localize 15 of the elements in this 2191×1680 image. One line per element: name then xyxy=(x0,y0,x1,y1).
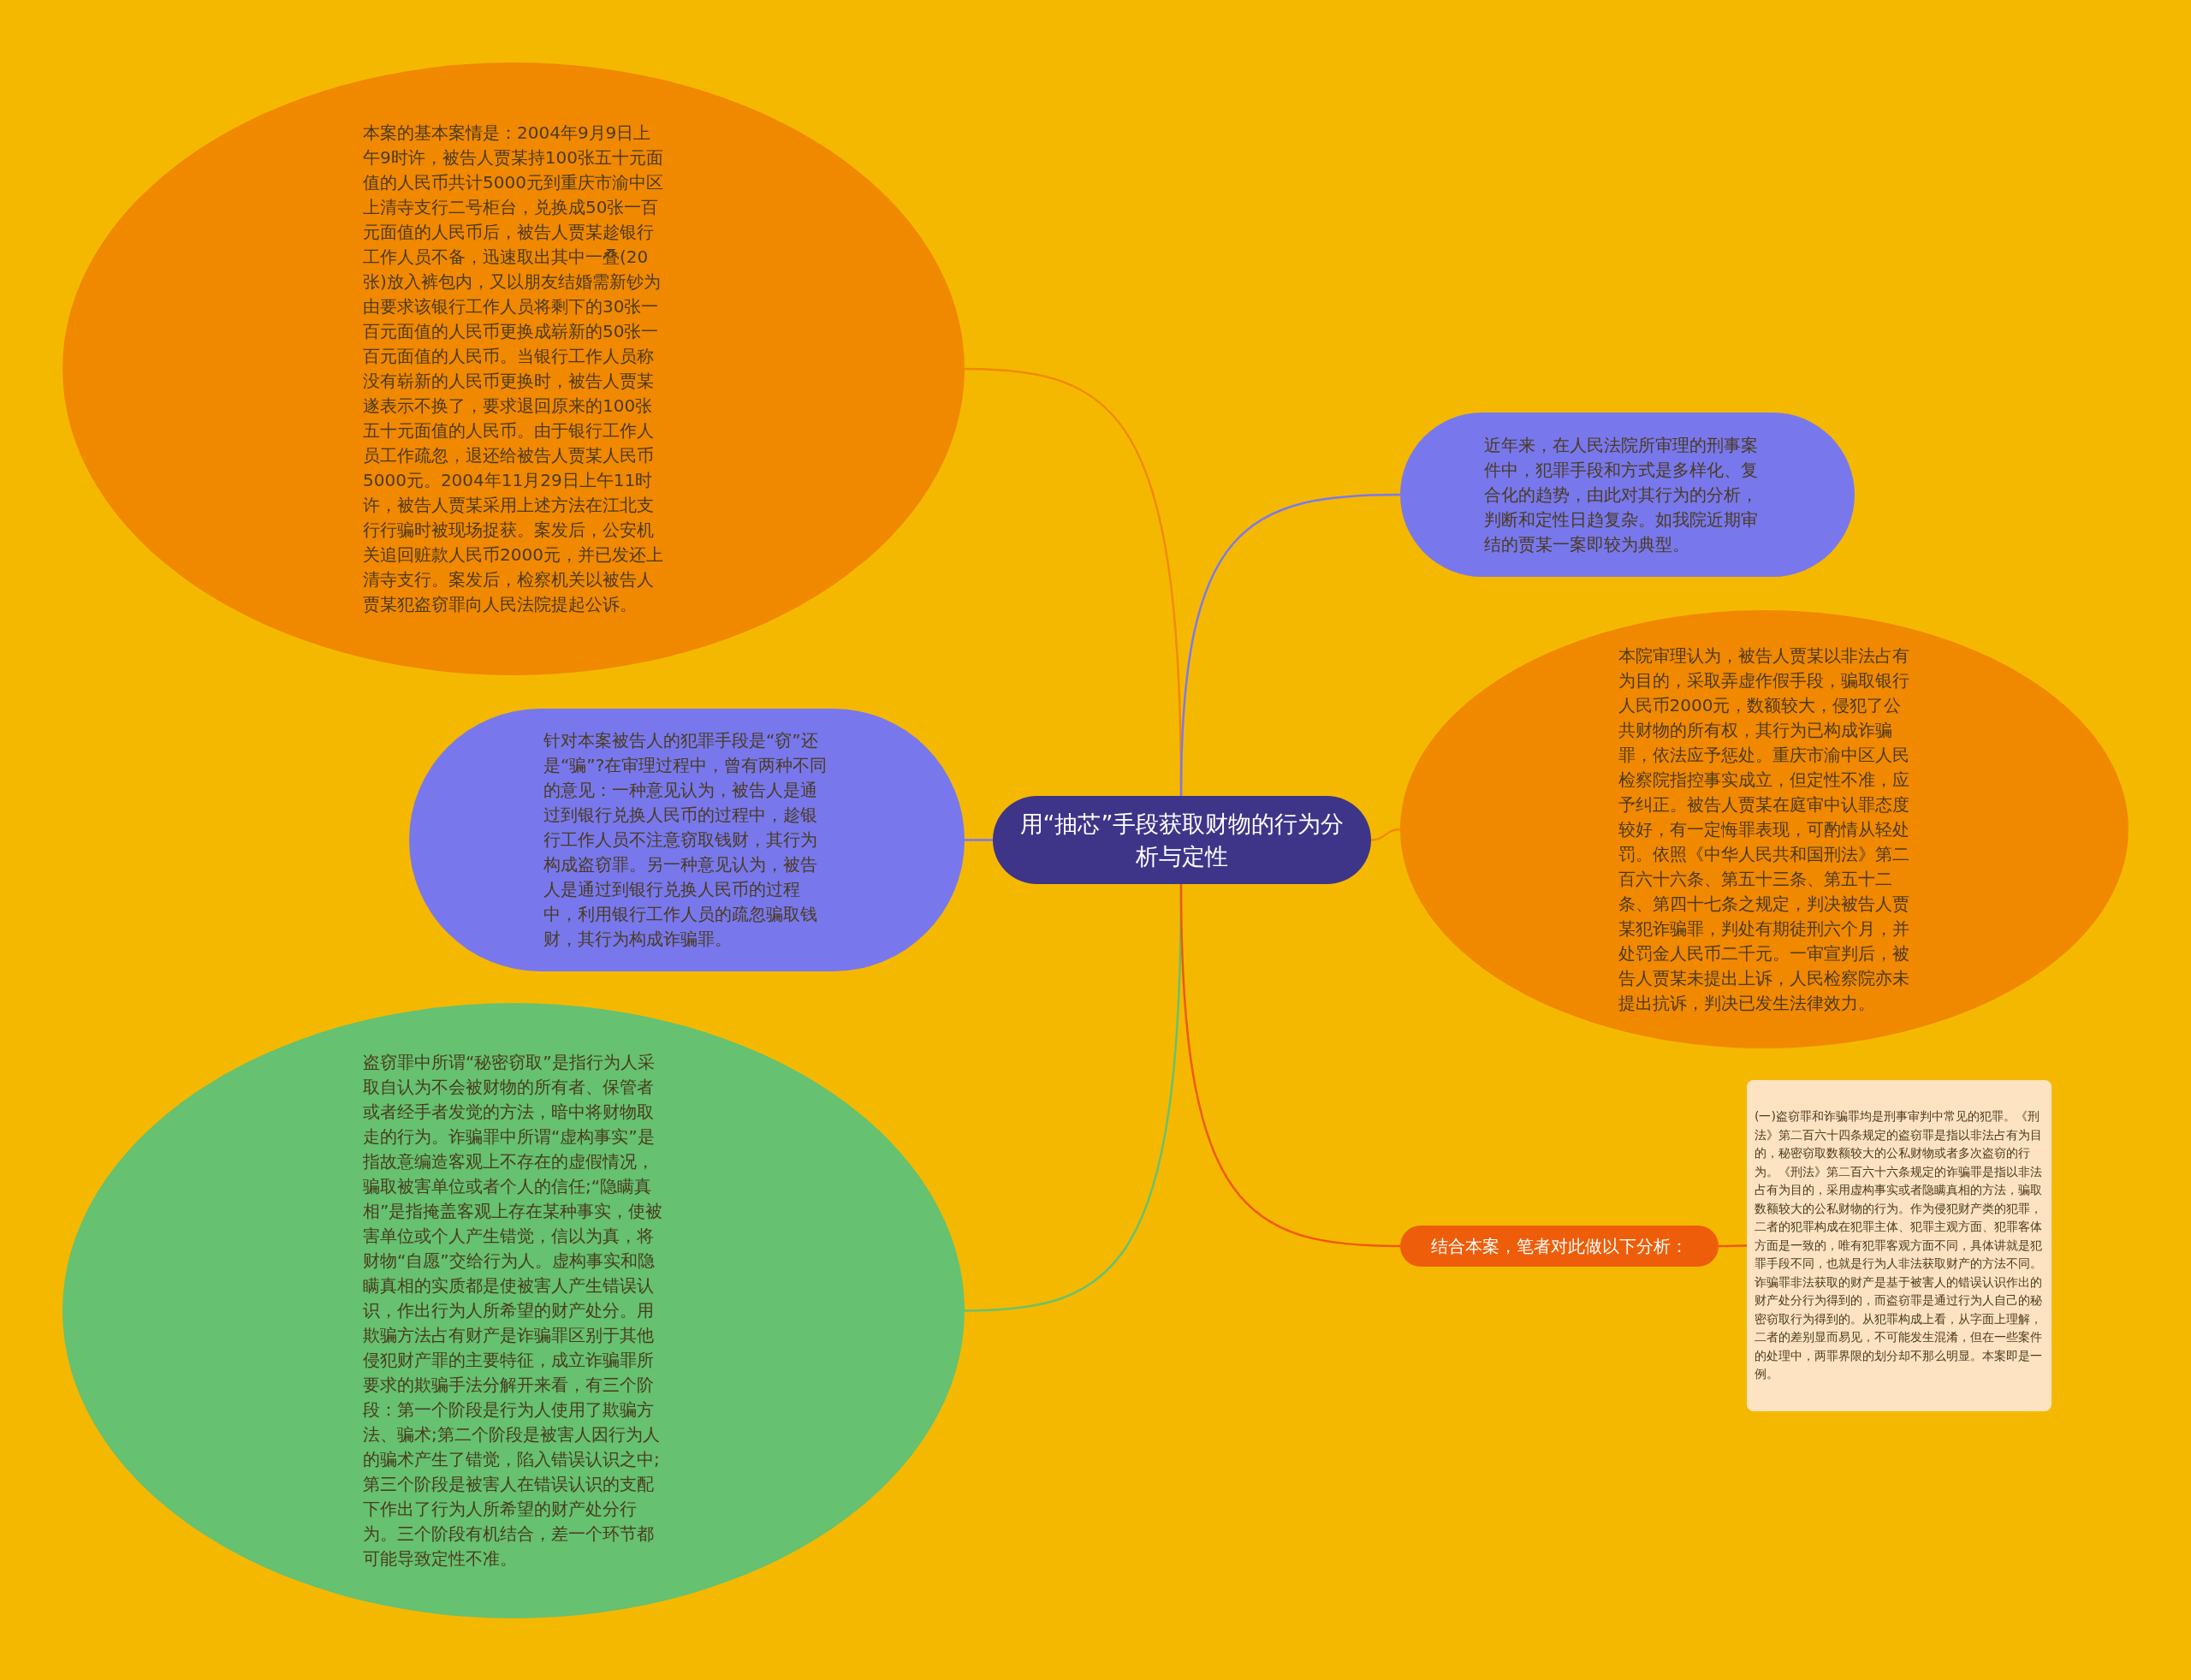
connector-line xyxy=(965,839,993,841)
subtopic-pill xyxy=(1400,1226,1719,1267)
topic-text: 本院审理认为，被告人贾某以非法占有为目的，采取弄虚作假手段，骗取银行人民币2000元，数额较大，侵犯了公共财物的所有权，其行为已构成诈骗罪，依法应予惩处。重庆市渝中区人民检察院指控事实成立，但定性不准，应予纠正。被告人贾某在庭审中认罪态度较好，有一定悔罪表现，可酌情从轻处罚。依照《中华人民共和国刑法》第二百六十六条、第五十三条、第五十二条、第四十七条之规定，判决被告人贾某犯诈骗罪，判处有期徒刑六个月，并处罚金人民币二千元。一审宣判后，被告人贾某未提出上诉，人民检察院亦未提出抗诉，判决已发生法律效力。 xyxy=(1618,644,1910,1015)
topic-text: 盗窃罪中所谓“秘密窃取”是指行为人采取自认为不会被财物的所有者、保管者或者经手者发觉的方法，暗中将财物取走的行为。诈骗罪中所谓“虚构事实”是指故意编造客观上不存在的虚假情况，骗取被害单位或者个人的信任;“隐瞒真相”是指掩盖客观上存在某种事实，使被害单位或个人产生错觉，信以为真，将财物“自愿”交给行为人。虚构事实和隐瞒真相的实质都是使被害人产生错误认识，作出行为人所希望的财产处分。用欺骗方法占有财产是诈骗罪区别于其他侵犯财产罪的主要特征，成立诈骗罪所要求的欺骗手法分解开来看，有三个阶段：第一个阶段是行为人使用了欺骗方法、骗术;第二个阶段是被害人因行为人的骗术产生了错觉，陷入错误认识之中;第三个阶段是被害人在错误认识的支配下作出了行为人所希望的财产处分行为。三个阶段有机结合，差一个环节都可能导致定性不准。 xyxy=(363,1051,664,1570)
connector-line xyxy=(1179,883,1401,1248)
topic-text: 本案的基本案情是：2004年9月9日上午9时许，被告人贾某持100张五十元面值的人民币共计5000元到重庆市渝中区上清寺支行二号柜台，兑换成50张一百元面值的人民币后，被告人贾某趁银行工作人员不备，迅速取出其中一叠(20张)放入裤包内，又以朋友结婚需新钞为由要求该银行工作人员将剩下的30张一百元面值的人民币更换成崭新的50张一百元面值的人民币。当银行工作人员称没有崭新的人民币更换时，被告人贾某遂表示不换了，要求退回原来的100张五十元面值的人民币。由于银行工作人员工作疏忽，退还给被告人贾某人民币5000元。2004年11月29日上午11时许，被告人贾某采用上述方法在江北支行行骗时被现场捉获。案发后，公安机关追回赃款人民币2000元，并已发还上清寺支行。案发后，检察机关以被告人贾某犯盗窃罪向人民法院提起公诉。 xyxy=(363,122,664,616)
topic-text: 用“抽芯”手段获取财物的行为分析与定性 xyxy=(1018,809,1345,871)
topic-text: (一)盗窃罪和诈骗罪均是刑事审判中常见的犯罪。《刑法》第二百六十四条规定的盗窃罪是指以非法占有为目的，秘密窃取数额较大的公私财物或者多次盗窃的行为。《刑法》第二百六十六条规定的诈骗罪是指以非法占有为目的，采用虚构事实或者隐瞒真相的方法，骗取数额较大的公私财物的行为。作为侵犯财产类的犯罪，二者的犯罪构成在犯罪主体、犯罪主观方面、犯罪客体方面是一致的，唯有犯罪客观方面不同，具体讲就是犯罪手段不同，也就是行为人非法获取财产的方法不同。诈骗罪非法获取的财产是基于被害人的错误认识作出的财产处分行为得到的，而盗窃罪是通过行为人自己的秘密窃取行为得到的。从犯罪构成上看，从字面上理解，二者的差别显而易见，不可能发生混淆，但在一些案件的处理中，两罪界限的划分却不那么明显。本案即是一例。 xyxy=(1755,1108,2043,1383)
connector-line xyxy=(1179,493,1401,797)
connector-line xyxy=(1370,828,1401,841)
connector-line xyxy=(1719,1244,1747,1248)
topic-text: 近年来，在人民法院所审理的刑事案件中，犯罪手段和方式是多样化、复合化的趋势，由此对其行为的分析，判断和定性日趋复杂。如我院近期审结的贾某一案即较为典型。 xyxy=(1484,433,1759,556)
topic-text: 针对本案被告人的犯罪手段是“窃”还是“骗”?在审理过程中，曾有两种不同的意见：一种意见认为，被告人是通过到银行兑换人民币的过程中，趁银行工作人员不注意窃取钱财，其行为构成盗窃罪。另一种意见认为，被告人是通过到银行兑换人民币的过程中，利用银行工作人员的疏忽骗取钱财，其行为构成诈骗罪。 xyxy=(543,729,828,951)
topic-text: 结合本案，笔者对此做以下分析： xyxy=(1430,1235,1689,1258)
note-card xyxy=(1747,1080,2051,1411)
